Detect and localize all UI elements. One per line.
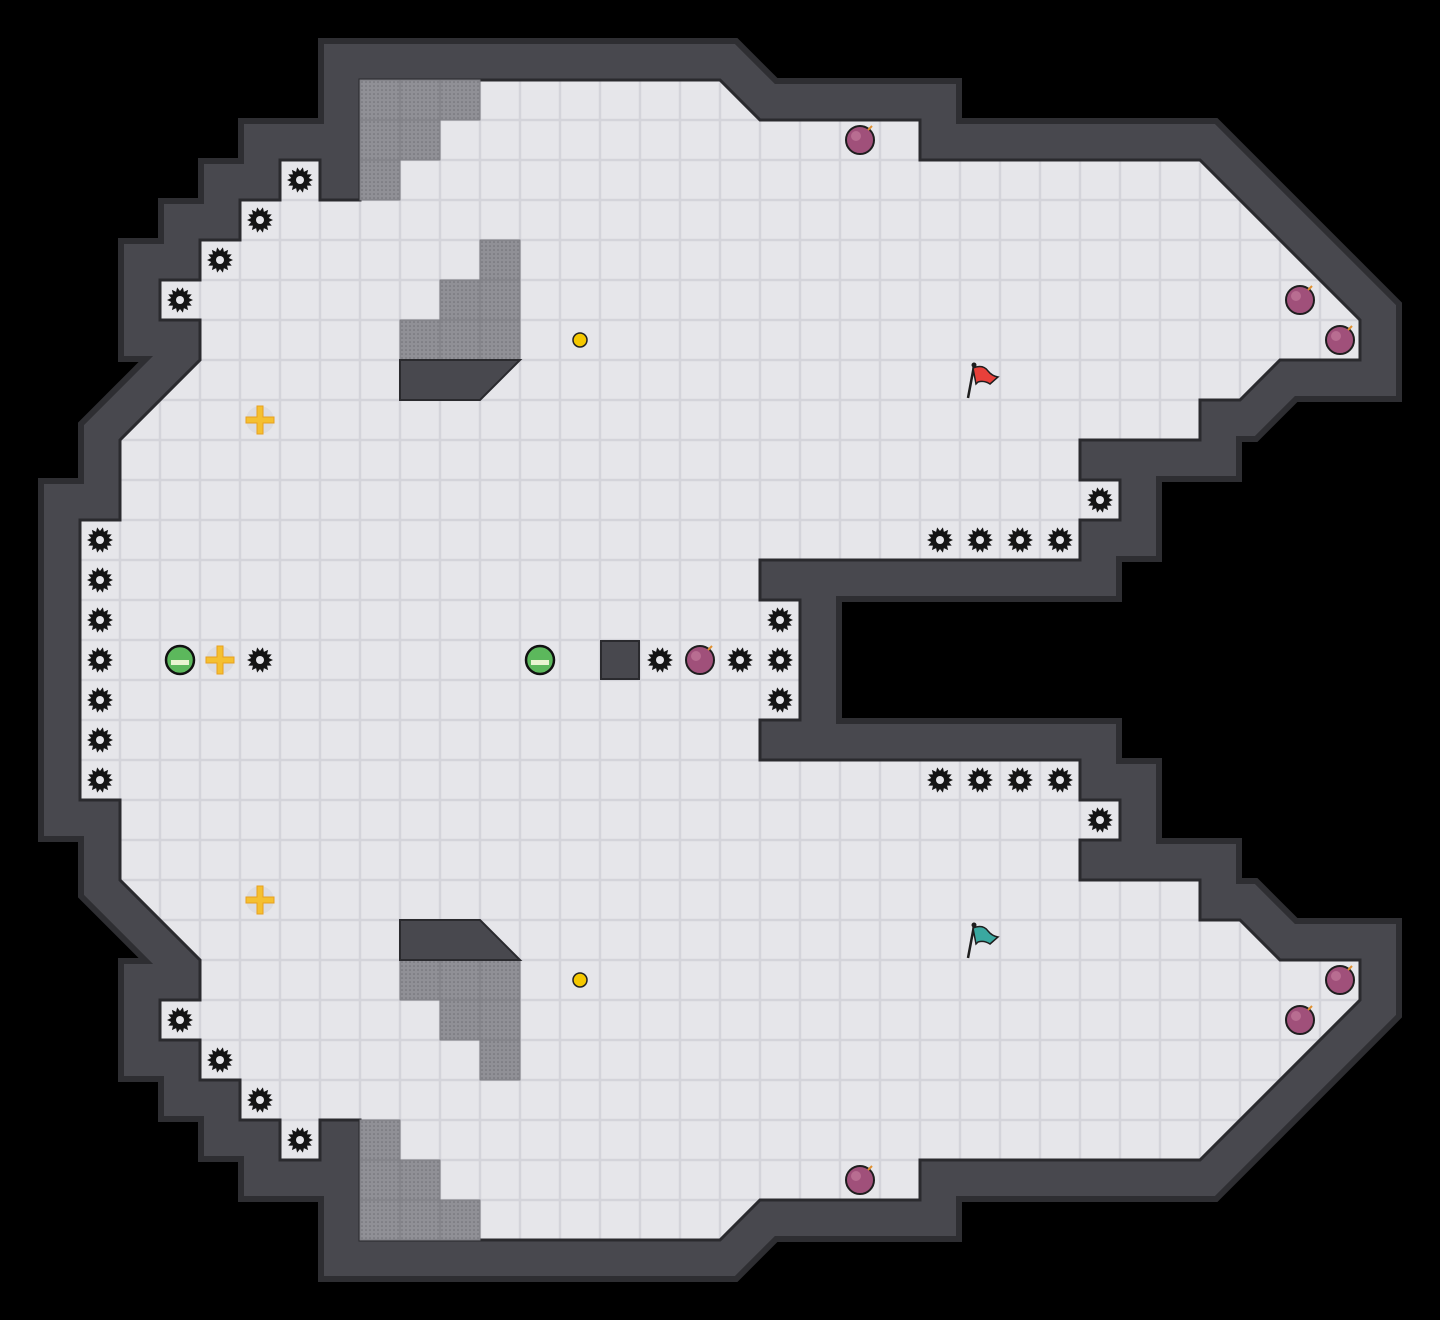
spike-gear-icon [87, 647, 113, 673]
cross-powerup-icon [205, 645, 235, 675]
gray-block [439, 319, 481, 361]
gray-block [359, 159, 401, 201]
gray-block [479, 999, 521, 1041]
entities [87, 125, 1355, 1195]
pushable-block [600, 640, 640, 680]
gray-block [359, 79, 401, 121]
wall-ledge [399, 359, 523, 401]
gray-block [359, 1199, 401, 1241]
spike-gear-icon [927, 767, 953, 793]
spike-gear-icon [767, 647, 793, 673]
spike-gear-icon [87, 687, 113, 713]
bomb-icon [685, 645, 715, 675]
spike-gear-icon [927, 527, 953, 553]
spike-gear-icon [967, 767, 993, 793]
bomb-icon [1285, 285, 1315, 315]
gray-block [399, 319, 441, 361]
gray-block [479, 1039, 521, 1081]
gray-block [439, 999, 481, 1041]
spike-gear-icon [967, 527, 993, 553]
gray-block [479, 319, 521, 361]
spike-gear-icon [1007, 767, 1033, 793]
spike-gear-icon [1087, 487, 1113, 513]
spike-gear-icon [1087, 807, 1113, 833]
flag-icon [966, 922, 1000, 959]
gray-block [399, 119, 441, 161]
spike-gear-icon [247, 1087, 273, 1113]
spike-gear-icon [1047, 527, 1073, 553]
spike-gear-icon [247, 207, 273, 233]
spike-gear-icon [287, 1127, 313, 1153]
green-ball-icon [164, 644, 196, 676]
gray-block [439, 1199, 481, 1241]
spike-gear-icon [87, 767, 113, 793]
floor [78, 78, 1362, 1242]
spike-gear-icon [167, 287, 193, 313]
cross-powerup-icon [245, 405, 275, 435]
spike-gear-icon [727, 647, 753, 673]
spike-gear-icon [247, 647, 273, 673]
spike-gear-icon [1007, 527, 1033, 553]
bomb-icon [1325, 325, 1355, 355]
cross-powerup-icon [245, 885, 275, 915]
gray-block [399, 79, 441, 121]
gray-block [359, 1119, 401, 1161]
spike-gear-icon [287, 167, 313, 193]
green-ball-icon [524, 644, 556, 676]
bomb-icon [1285, 1005, 1315, 1035]
flag-icon [966, 362, 1000, 399]
bomb-icon [1325, 965, 1355, 995]
spike-gear-icon [87, 727, 113, 753]
gray-block [439, 79, 481, 121]
gray-block [399, 1159, 441, 1201]
spike-gear-icon [87, 607, 113, 633]
gray-block [479, 959, 521, 1001]
bomb-icon [845, 125, 875, 155]
gray-block [479, 279, 521, 321]
spike-gear-icon [167, 1007, 193, 1033]
spike-gear-icon [767, 607, 793, 633]
gray-block [359, 1159, 401, 1201]
gray-block [479, 239, 521, 281]
gray-block [399, 1199, 441, 1241]
spike-gear-icon [87, 527, 113, 553]
wall-ledge [399, 919, 523, 961]
spike-gear-icon [647, 647, 673, 673]
gray-block [359, 119, 401, 161]
gray-block [439, 959, 481, 1001]
gray-block [399, 959, 441, 1001]
gray-block [439, 279, 481, 321]
spike-gear-icon [1047, 767, 1073, 793]
spike-gear-icon [207, 1047, 233, 1073]
spike-gear-icon [767, 687, 793, 713]
coin-icon [572, 332, 588, 348]
spike-gear-icon [87, 567, 113, 593]
spike-gear-icon [207, 247, 233, 273]
coin-icon [572, 972, 588, 988]
bomb-icon [845, 1165, 875, 1195]
